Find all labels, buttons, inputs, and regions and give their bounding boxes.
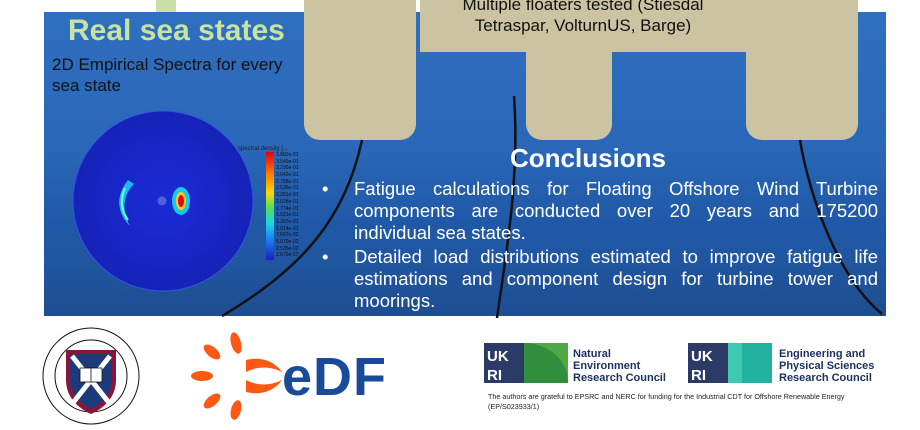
colorbar [266,152,274,260]
colorbar-tick-label: 2.535e-02 [276,245,299,252]
edf-wordmark: eDF [282,347,388,407]
colorbar-tick-label: 3.042e-01 [276,172,299,179]
colorbar-tick-label: 7.607e-02 [276,232,299,239]
callout-line-1: Multiple floaters tested (Stiesdal [462,0,704,14]
floater-right [746,0,858,140]
svg-text:UK: UK [487,348,509,365]
colorbar-tick-label: 1.014e-01 [276,225,299,232]
colorbar-tick-label: 3.882e-01 [276,152,299,158]
edinburgh-logo [42,327,140,425]
colorbar-tick-label: 2.281e-01 [276,192,299,199]
nerc-name: Natural Environment Research Council [573,348,666,384]
funding-acknowledgement: The authors are grateful to EPSRC and NE… [488,392,845,411]
ukri-epsrc-logo: UK RI [688,343,772,384]
conclusion-text: Fatigue calculations for Floating Offsho… [354,178,878,243]
colorbar-tick-label: 2.675e-17 [276,252,299,259]
green-strip [156,0,176,12]
floater-middle [526,46,612,140]
bullet-glyph: • [322,246,329,267]
edf-logo-mark [191,332,282,420]
bullet-glyph: • [322,178,329,199]
colorbar-tick-label: 3.549e-01 [276,158,299,165]
floater-left [304,0,416,140]
spectra-subtitle: 2D Empirical Spectra for every sea state [52,55,283,95]
mooring-line-1 [221,139,364,318]
svg-text:RI: RI [691,367,706,384]
colorbar-tick-label: 5.070e-02 [276,238,299,245]
mooring-line-3 [798,139,883,315]
floaters-callout: Multiple floaters tested (Stiesdal Tetra… [420,0,746,52]
ukri-nerc-logo: UK RI [484,343,568,384]
spectrum-plot [72,110,254,292]
colorbar-label: spectral density [... [238,146,289,152]
callout-line-2: Tetraspar, VolturnUS, Barge) [474,16,692,35]
colorbar-tick-label: 2.788e-01 [276,178,299,185]
colorbar-tick-label: 2.028e-01 [276,198,299,205]
epsrc-name: Engineering and Physical Sciences Resear… [779,348,875,384]
mooring-line-2 [495,95,517,319]
conclusion-item: • Fatigue calculations for Floating Offsh… [322,178,878,244]
colorbar-tick-label: 3.295e-01 [276,165,299,172]
conclusion-item: • Detailed load distributions estimated t… [322,246,878,312]
svg-text:UK: UK [691,348,713,365]
conclusion-text: Detailed load distributions estimated to… [354,246,878,311]
real-sea-states-title: Real sea states [68,14,285,47]
conclusions-title: Conclusions [510,143,667,173]
conclusions-list: • Fatigue calculations for Floating Offsh… [322,178,878,314]
colorbar-tick-label: 1.521e-01 [276,212,299,219]
svg-text:RI: RI [487,367,502,384]
colorbar-tick-label: 2.535e-01 [276,185,299,192]
colorbar-tick-label: 1.267e-01 [276,218,299,225]
colorbar-tick-label: 1.774e-01 [276,205,299,212]
